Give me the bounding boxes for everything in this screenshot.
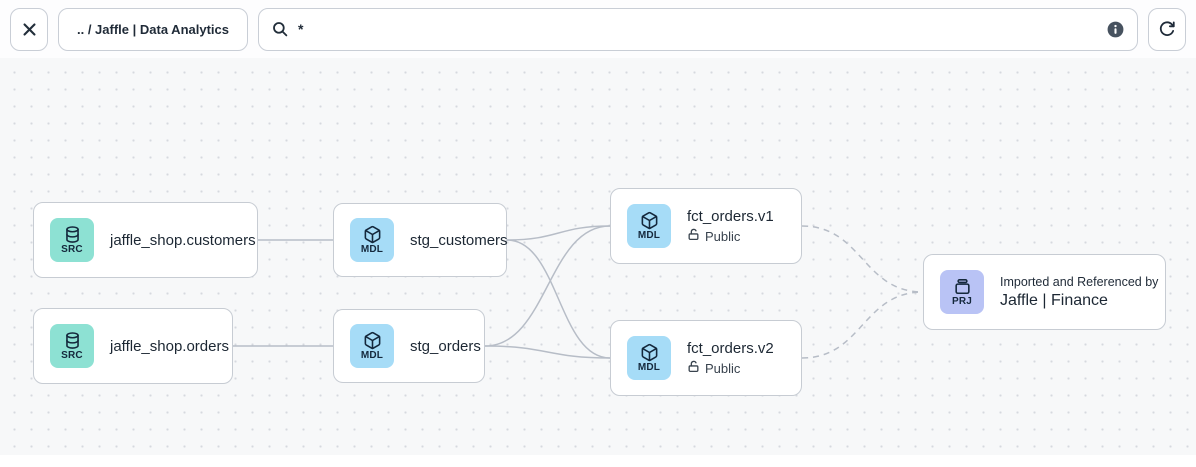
edge-fct-orders-v2-to-prj-jaffle-finance: [801, 291, 924, 359]
node-prj-jaffle-finance[interactable]: PRJ Imported and Referenced by Jaffle | Fi…: [923, 254, 1166, 330]
badge-label: MDL: [637, 362, 661, 373]
edge-stg-customers-to-fct-orders-v1: [506, 225, 611, 241]
node-src-orders[interactable]: SRC jaffle_shop.orders: [33, 308, 233, 384]
node-stg-orders[interactable]: MDL stg_orders: [333, 309, 485, 383]
badge-label: SRC: [61, 244, 83, 255]
node-access: Public: [687, 228, 774, 244]
badge-label: PRJ: [951, 296, 973, 307]
badge-label: SRC: [61, 350, 83, 361]
cube-icon: MDL: [350, 218, 394, 262]
lock-open-icon: [687, 228, 700, 244]
node-texts: stg_orders: [410, 337, 481, 355]
node-texts: jaffle_shop.customers: [110, 231, 256, 249]
breadcrumb-label: .. / Jaffle | Data Analytics: [77, 21, 229, 37]
node-title: fct_orders.v1: [687, 208, 774, 225]
close-button[interactable]: [10, 7, 48, 51]
node-access: Public: [687, 360, 774, 376]
cube-icon: MDL: [350, 324, 394, 368]
node-title: stg_customers: [410, 231, 508, 249]
breadcrumb[interactable]: .. / Jaffle | Data Analytics: [58, 7, 248, 51]
edge-stg-orders-to-fct-orders-v2: [484, 345, 611, 359]
search-icon: [273, 22, 288, 37]
cube-icon: MDL: [627, 204, 671, 248]
node-title: stg_orders: [410, 337, 481, 355]
close-icon: [22, 22, 36, 36]
node-title: Jaffle | Finance: [1000, 291, 1108, 309]
node-texts: stg_customers: [410, 231, 508, 249]
badge-label: MDL: [360, 350, 384, 361]
node-title: jaffle_shop.customers: [110, 231, 256, 249]
toolbar: .. / Jaffle | Data Analytics: [0, 0, 1196, 58]
node-title: jaffle_shop.orders: [110, 337, 229, 355]
access-label: Public: [705, 360, 741, 376]
database-icon: SRC: [50, 218, 94, 262]
edge-stg-customers-to-fct-orders-v2: [506, 239, 611, 359]
edge-fct-orders-v1-to-prj-jaffle-finance: [801, 225, 924, 293]
badge-label: MDL: [360, 244, 384, 255]
info-icon[interactable]: [1106, 20, 1125, 39]
node-kicker: Imported and Referenced by: [1000, 274, 1159, 289]
refresh-button[interactable]: [1148, 7, 1186, 51]
badge-label: MDL: [637, 230, 661, 241]
node-texts: Imported and Referenced by Jaffle | Finan…: [1000, 274, 1159, 310]
database-icon: SRC: [50, 324, 94, 368]
search-box[interactable]: [258, 7, 1138, 51]
access-label: Public: [705, 228, 741, 244]
cube-icon: MDL: [627, 336, 671, 380]
search-input[interactable]: [298, 21, 1097, 37]
refresh-icon: [1159, 21, 1175, 36]
archive-icon: PRJ: [940, 270, 984, 314]
node-stg-customers[interactable]: MDL stg_customers: [333, 203, 508, 277]
node-src-customers[interactable]: SRC jaffle_shop.customers: [33, 202, 258, 278]
node-texts: jaffle_shop.orders: [110, 337, 229, 355]
lock-open-icon: [687, 360, 700, 376]
node-title: fct_orders.v2: [687, 340, 774, 357]
